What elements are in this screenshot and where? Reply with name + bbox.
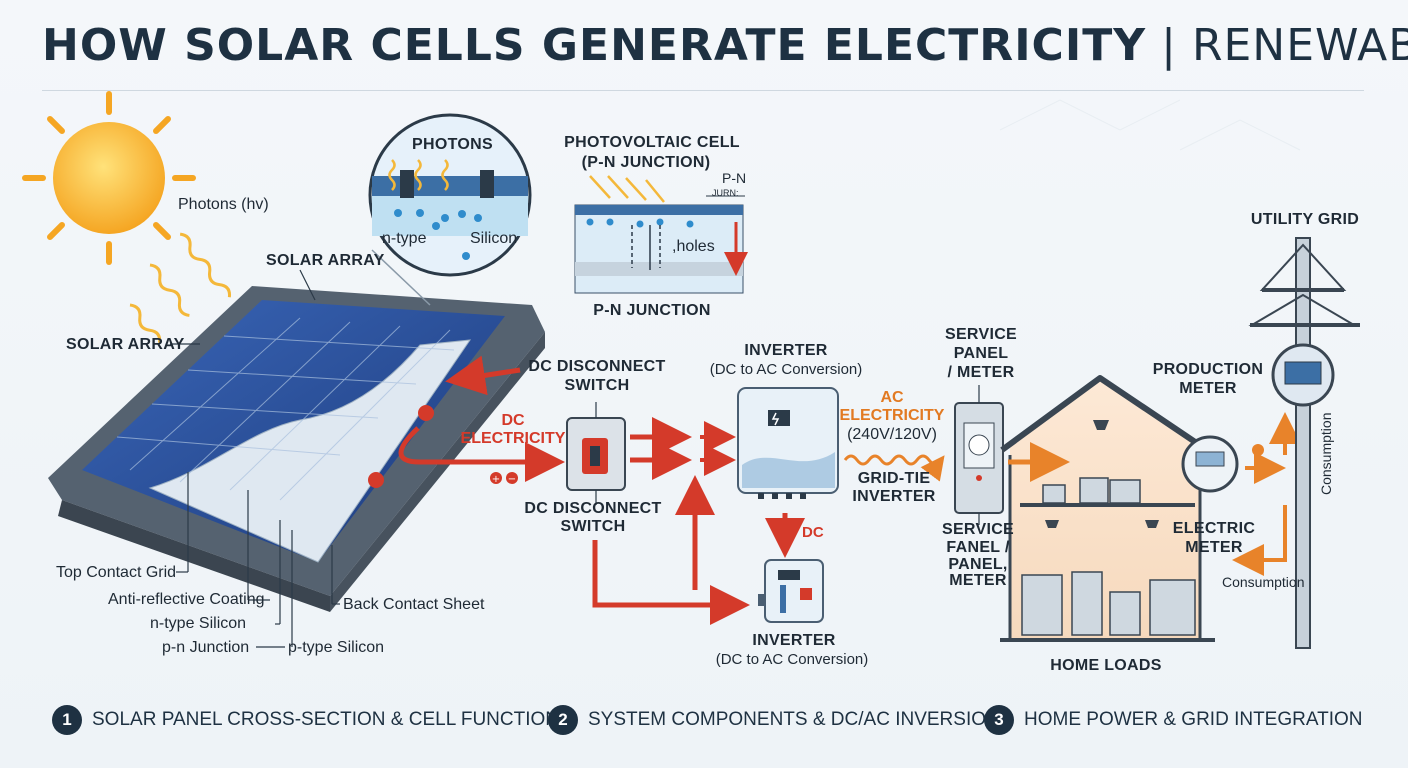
pv-cell-title-1: PHOTOVOLTAIC CELL: [564, 134, 740, 151]
layer-anti-reflective: Anti-reflective Coating: [108, 591, 265, 608]
dc-disconnect-top-1: DC DISCONNECT: [528, 358, 666, 375]
ac-volts-label: (240V/120V): [847, 426, 937, 443]
zoom-silicon-label: Silicon: [470, 230, 518, 247]
service-bot-4: METER: [949, 572, 1007, 589]
solar-array-label-left: SOLAR ARRAY: [66, 336, 185, 353]
layer-back-contact: Back Contact Sheet: [343, 596, 485, 613]
ac-electricity-1: AC: [880, 389, 904, 406]
pv-cell-title-2: (P-N JUNCTION): [581, 154, 711, 171]
consumption-arrows: [1232, 412, 1301, 576]
inverter-top-sub: (DC to AC Conversion): [709, 361, 863, 378]
title-separator: |: [1161, 20, 1177, 71]
title-divider: [42, 90, 1364, 91]
service-bot-2: FANEL /: [946, 539, 1010, 556]
layer-top-contact-grid: Top Contact Grid: [56, 564, 177, 581]
step-1-number: 1: [52, 705, 82, 735]
utility-pole: [1248, 237, 1360, 649]
service-top-1: SERVICE: [944, 326, 1018, 343]
inverter-bot-sub: (DC to AC Conversion): [715, 651, 869, 668]
home-loads-label: HOME LOADS: [1050, 657, 1162, 674]
step-1: 1 SOLAR PANEL CROSS-SECTION & CELL FUNCT…: [52, 705, 559, 735]
service-top-3: / METER: [947, 364, 1015, 381]
utility-grid-label: UTILITY GRID: [1250, 211, 1360, 228]
page-title: HOW SOLAR CELLS GENERATE ELECTRICITY | R…: [42, 20, 1408, 71]
production-meter-2: METER: [1179, 380, 1237, 397]
house: [1000, 375, 1215, 642]
background-grid: [999, 99, 1301, 151]
electric-meter-2: METER: [1185, 539, 1243, 556]
step-1-label: SOLAR PANEL CROSS-SECTION & CELL FUNCTIO…: [92, 709, 559, 730]
inverter-bot-label: INVERTER: [752, 632, 836, 649]
dc-disconnect-top-2: SWITCH: [564, 377, 630, 394]
svg-text:−: −: [508, 474, 516, 485]
zoom-ntype-label: n-type: [382, 230, 427, 247]
service-bot-3: PANEL,: [948, 556, 1008, 573]
cell-zoom-magnifier: [368, 113, 532, 306]
consumption-vertical-label: Consumption: [1318, 412, 1334, 496]
step-3: 3 HOME POWER & GRID INTEGRATION: [984, 705, 1363, 735]
step-2: 2 SYSTEM COMPONENTS & DC/AC INVERSION: [548, 705, 1000, 735]
pv-junction-label: P-N JUNCTION: [593, 302, 711, 319]
svg-text:+: +: [492, 474, 500, 485]
inverter-unit: [737, 387, 839, 499]
sun-icon: [22, 91, 196, 265]
layer-pn-junction: p-n Junction: [162, 639, 250, 656]
layer-ntype-silicon: n-type Silicon: [150, 615, 247, 632]
dc-flow-arrows: [398, 417, 805, 625]
photons-hv-label: Photons (hv): [178, 196, 269, 213]
ac-electricity-2: ELECTRICITY: [839, 407, 945, 424]
production-meter: [1181, 435, 1286, 493]
gridtie-2: INVERTER: [852, 488, 936, 505]
ac-flow-wave: [843, 454, 945, 482]
production-meter-1: PRODUCTION: [1152, 361, 1264, 378]
pv-pn-label: P-N: [722, 170, 747, 186]
title-main: HOW SOLAR CELLS GENERATE ELECTRICITY: [42, 20, 1147, 71]
inverter-small-unit: [758, 559, 824, 623]
service-top-2: PANEL: [953, 345, 1009, 362]
pv-holes-label: ,holes: [672, 238, 715, 255]
dc-disconnect-bot-1: DC DISCONNECT: [524, 500, 662, 517]
dc-electricity-2: ELECTRICITY: [460, 430, 566, 447]
pv-pn-sub: JURN:: [712, 188, 739, 198]
step-2-label: SYSTEM COMPONENTS & DC/AC INVERSION: [588, 709, 1000, 730]
consumption-label: Consumption: [1222, 574, 1305, 590]
service-bot-1: SERVICE: [941, 521, 1015, 538]
plus-minus-badges: + −: [490, 472, 518, 485]
dc-disconnect-bot-2: SWITCH: [560, 518, 626, 535]
leader-lines: [170, 269, 340, 648]
electric-meter-1: ELECTRIC: [1172, 520, 1256, 537]
step-3-number: 3: [984, 705, 1014, 735]
zoom-photons-label: PHOTONS: [412, 136, 493, 153]
pv-cell-cross-section: [574, 175, 748, 294]
inverter-top-label: INVERTER: [744, 342, 828, 359]
step-3-label: HOME POWER & GRID INTEGRATION: [1024, 709, 1363, 730]
service-panel-meter: [954, 385, 1004, 525]
title-sub: RENEWABLE ENERGY PROCESS: [1191, 20, 1408, 71]
solar-array-label-top: SOLAR ARRAY: [266, 252, 385, 269]
dc-electricity-1: DC: [501, 412, 525, 429]
dc-disconnect-switch: [566, 402, 626, 505]
gridtie-1: GRID-TIE: [857, 470, 931, 487]
step-2-number: 2: [548, 705, 578, 735]
home-appliances: [1021, 477, 1196, 636]
layer-ptype-silicon: p-type Silicon: [288, 639, 385, 656]
dc-small-label: DC: [802, 524, 824, 541]
